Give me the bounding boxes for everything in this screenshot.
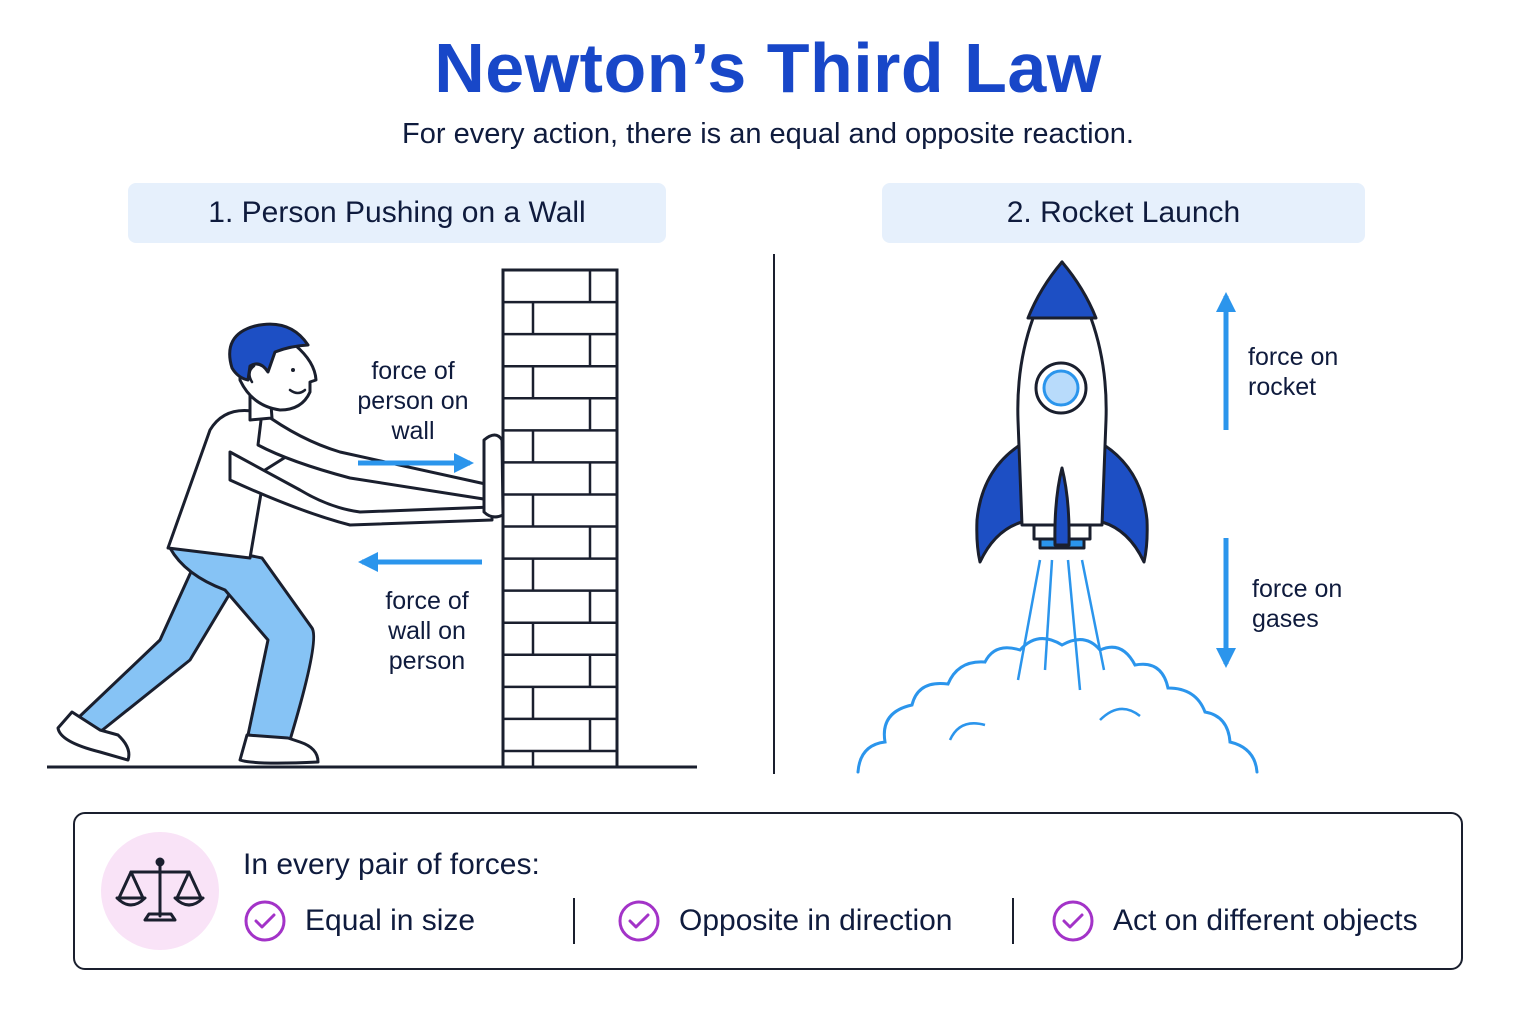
page-subtitle: For every action, there is an equal and … (402, 118, 1134, 150)
summary-heading: In every pair of forces: (243, 848, 540, 881)
smoke-inner-2 (1099, 707, 1141, 721)
person-hand (482, 433, 505, 519)
summary-point-text: Equal in size (305, 904, 476, 937)
check-circle-icon (618, 900, 660, 942)
page-title: Newton’s Third Law (434, 29, 1102, 107)
force-label-on-gases: force on gases (1252, 575, 1343, 633)
rocket-fin-left (975, 443, 1024, 564)
panel-label-rocket: 2. Rocket Launch (882, 183, 1365, 243)
person-smile (288, 388, 307, 395)
summary-point-opposite: Opposite in direction (617, 898, 953, 944)
check-circle-icon (1052, 900, 1094, 942)
summary-point-equal: Equal in size (243, 898, 475, 944)
rocket-fin-right (1100, 443, 1149, 564)
summary-box: In every pair of forces: Equal in size O… (73, 812, 1463, 970)
rocket-nose (1026, 260, 1098, 320)
panel-label-wall-text: 1. Person Pushing on a Wall (208, 196, 586, 229)
smoke-inner-1 (948, 722, 986, 741)
scale-badge (101, 832, 219, 950)
summary-separator (1012, 898, 1014, 944)
scale-icon (115, 857, 205, 922)
force-label-person-on-wall: force of person on wall (357, 357, 469, 445)
force-label-on-rocket: force on rocket (1248, 343, 1339, 401)
force-label-wall-on-person: force of wall on person (385, 587, 469, 675)
person-icon (56, 322, 505, 765)
exhaust-lines (1016, 559, 1106, 691)
panel-label-rocket-text: 2. Rocket Launch (1006, 196, 1241, 229)
brick-wall-icon (501, 268, 619, 769)
person-hair (228, 322, 310, 382)
rocket-window-inner (1042, 369, 1080, 407)
summary-point-text: Opposite in direction (679, 904, 953, 937)
smoke-icon (856, 637, 1259, 774)
check-circle-icon (244, 900, 286, 942)
panel-label-wall: 1. Person Pushing on a Wall (128, 183, 666, 243)
person-ear (248, 364, 256, 384)
person-arm-front (228, 450, 494, 527)
rocket-center-fin (1053, 466, 1071, 547)
summary-separator (573, 898, 575, 944)
person-eye (291, 368, 295, 372)
summary-point-text: Act on different objects (1113, 904, 1418, 937)
summary-point-different-objects: Act on different objects (1051, 898, 1418, 944)
person-back-shoe (56, 710, 131, 762)
rocket-icon (975, 260, 1149, 564)
person-front-shoe (238, 733, 320, 765)
panel-divider (773, 254, 775, 774)
